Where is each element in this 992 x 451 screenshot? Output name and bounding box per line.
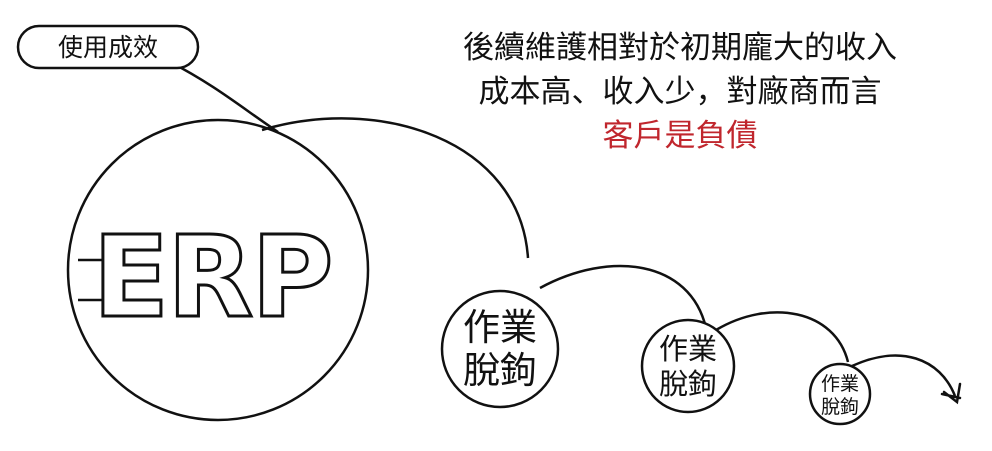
label-pill-text: 使用成效 [58, 33, 158, 62]
arc-circle-3-outward [851, 354, 957, 397]
erp-wordmark: ERP [93, 213, 332, 343]
statement-line-2: 成本高、收入少，對廠商而言 [478, 74, 882, 110]
arc-erp-to-circle-1 [261, 117, 530, 259]
decoupling-circle-1 [440, 289, 560, 409]
erp-side-notch [78, 258, 120, 302]
erp-circle [66, 118, 370, 422]
label-connector-line [169, 60, 279, 134]
circle-1-line1: 作業 [463, 306, 537, 349]
arc-circle-1-to-circle-2 [539, 264, 708, 329]
arrowhead-icon [940, 382, 962, 405]
circle-1-line2: 脫鉤 [463, 349, 537, 392]
arc-circle-2-to-circle-3 [715, 311, 850, 363]
circle-3-line1: 作業 [821, 373, 859, 395]
circle-2-line2: 脫鉤 [659, 367, 717, 401]
circle-2-line1: 作業 [659, 332, 717, 366]
statement-line-3: 客戶是負債 [602, 118, 758, 154]
statement-line-1: 後續維護相對於初期龐大的收入 [463, 30, 897, 66]
decoupling-circle-2 [640, 318, 736, 414]
label-pill [16, 24, 200, 70]
decoupling-circle-3 [808, 362, 872, 426]
circle-3-line2: 脫鉤 [821, 396, 859, 418]
